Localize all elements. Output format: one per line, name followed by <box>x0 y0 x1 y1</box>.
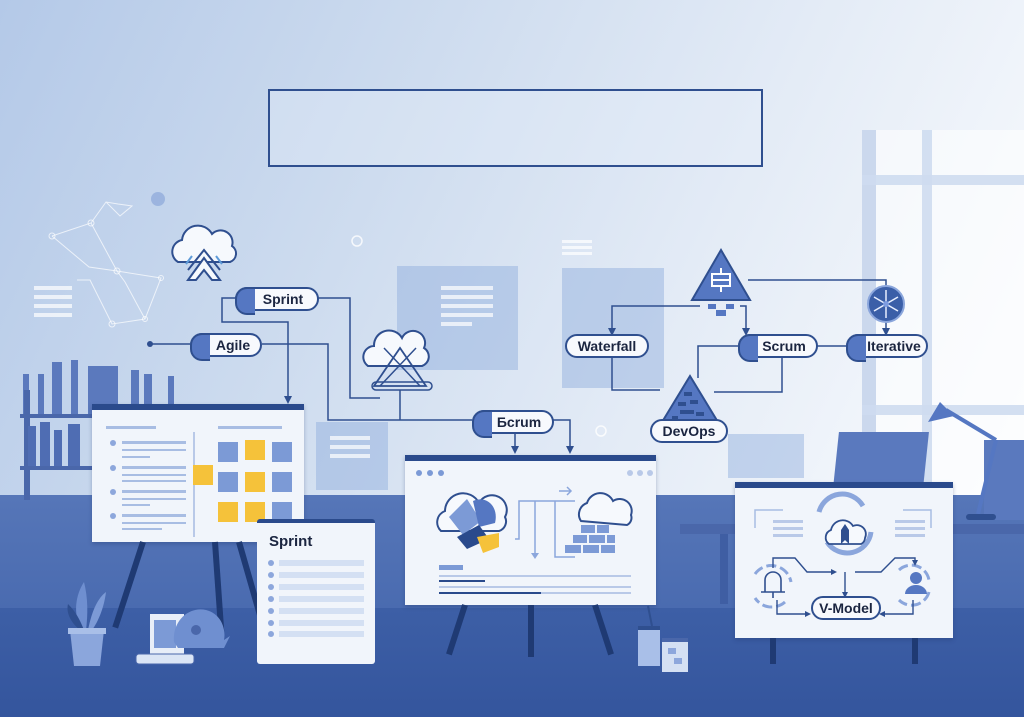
monitor <box>833 432 929 488</box>
triangle-frame-icon <box>690 248 752 316</box>
flow-arrows <box>515 500 575 559</box>
decorative-lines <box>34 286 72 322</box>
network-constellation-icon <box>48 192 165 328</box>
monitor-right <box>984 440 1024 520</box>
cloud-rocket-icon <box>816 491 874 556</box>
user-icon <box>897 563 931 607</box>
background-panel <box>728 434 804 478</box>
decorative-circle <box>595 425 607 437</box>
wheel-icon <box>867 285 905 323</box>
node-label: Iterative <box>867 338 921 354</box>
decorative-lines <box>562 240 592 260</box>
progress-bar <box>439 592 541 594</box>
sprint-card: Sprint <box>257 519 375 664</box>
node-v-model[interactable]: V-Model <box>811 596 881 620</box>
node-agile[interactable]: Agile <box>190 333 262 361</box>
node-label: V-Model <box>819 600 873 616</box>
content-tag <box>439 565 463 570</box>
center-board <box>405 455 656 605</box>
easel-leg <box>528 605 534 657</box>
desk-leg <box>720 534 728 604</box>
node-label: Agile <box>215 337 251 353</box>
node-scrum-right[interactable]: Scrum <box>738 334 818 362</box>
easel-leg <box>912 638 918 664</box>
sprint-card-title: Sprint <box>269 533 313 550</box>
node-scrum-center[interactable]: Бcrum <box>472 410 554 438</box>
pen-cup-and-box-icon <box>638 605 688 672</box>
node-iterative[interactable]: Iterative <box>846 334 928 362</box>
cloud-bricks-icon <box>559 486 633 553</box>
node-waterfall[interactable]: Waterfall <box>565 334 649 358</box>
vmodel-diagram <box>753 491 932 617</box>
background-panel <box>316 422 388 490</box>
desk-lamp-icon <box>928 402 998 520</box>
books-and-helmet-icon <box>135 609 230 665</box>
title-placeholder-box <box>268 89 763 167</box>
easel-leg <box>770 638 776 664</box>
node-label: Sprint <box>262 291 304 307</box>
cloud-upload-icon <box>171 224 237 281</box>
bell-icon <box>753 564 793 609</box>
potted-plant-icon <box>67 582 106 666</box>
vmodel-board: V-Model <box>735 482 953 638</box>
node-label: Бcrum <box>496 414 542 430</box>
node-label: Scrum <box>762 338 806 354</box>
cloud-pyramid-icon <box>362 329 433 391</box>
cloud-puzzle-icon <box>436 492 508 553</box>
node-label: Waterfall <box>577 338 637 354</box>
node-label: DevOps <box>662 423 716 439</box>
node-devops[interactable]: DevOps <box>650 419 728 443</box>
node-sprint[interactable]: Sprint <box>235 287 319 315</box>
decorative-circle <box>351 235 363 247</box>
